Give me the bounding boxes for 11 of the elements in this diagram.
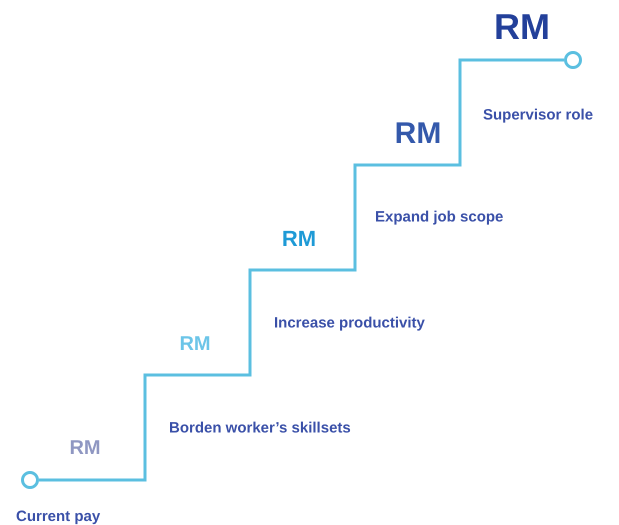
step-caption: Current pay	[16, 509, 100, 524]
amount-label: RM	[282, 228, 316, 250]
step-caption: Increase productivity	[274, 316, 425, 330]
amount-label: RM	[394, 119, 442, 149]
amount-label: RM	[179, 334, 211, 354]
step-caption: Expand job scope	[375, 210, 504, 224]
amount-label: RM	[69, 438, 101, 458]
step-caption: Supervisor role	[483, 108, 594, 122]
step-caption: Borden worker’s skillsets	[169, 420, 351, 436]
staircase-line	[39, 58, 564, 482]
amount-label: RM	[494, 9, 550, 45]
